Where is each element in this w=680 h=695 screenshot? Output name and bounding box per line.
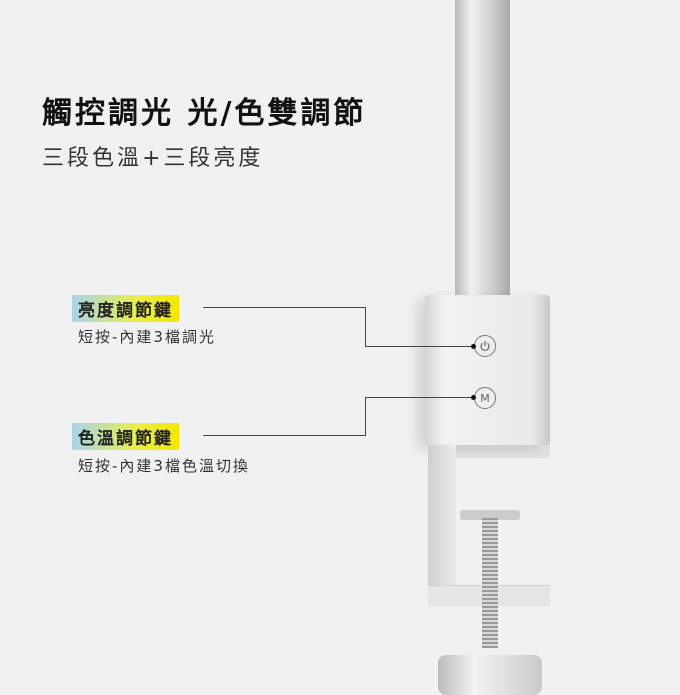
clamp-screw [482,518,498,648]
color-temp-key-label: 色溫調節鍵 [72,423,179,450]
lamp-pole [455,0,510,300]
mode-button-label: M [480,391,490,405]
brightness-key-description: 短按-內建3檔調光 [78,328,216,346]
clamp-plate [460,510,520,520]
color-temp-key-description: 短按-內建3檔色溫切換 [78,457,250,475]
callout-line-colortemp-end [365,397,475,398]
callout-line-brightness [203,307,366,347]
subheadline: 三段色溫+三段亮度 [42,146,264,171]
mode-button[interactable]: M [474,387,496,409]
clamp-frame [428,445,456,605]
power-button-icon[interactable] [474,335,496,357]
headline: 觸控調光 光/色雙調節 [42,96,367,131]
brightness-key-label: 亮度調節鍵 [72,295,179,322]
clamp-knob [438,655,542,695]
callout-dot [471,344,476,349]
callout-line-colortemp [203,397,366,436]
control-box [425,295,550,445]
callout-dot [471,395,476,400]
callout-line-brightness-end [365,346,475,347]
